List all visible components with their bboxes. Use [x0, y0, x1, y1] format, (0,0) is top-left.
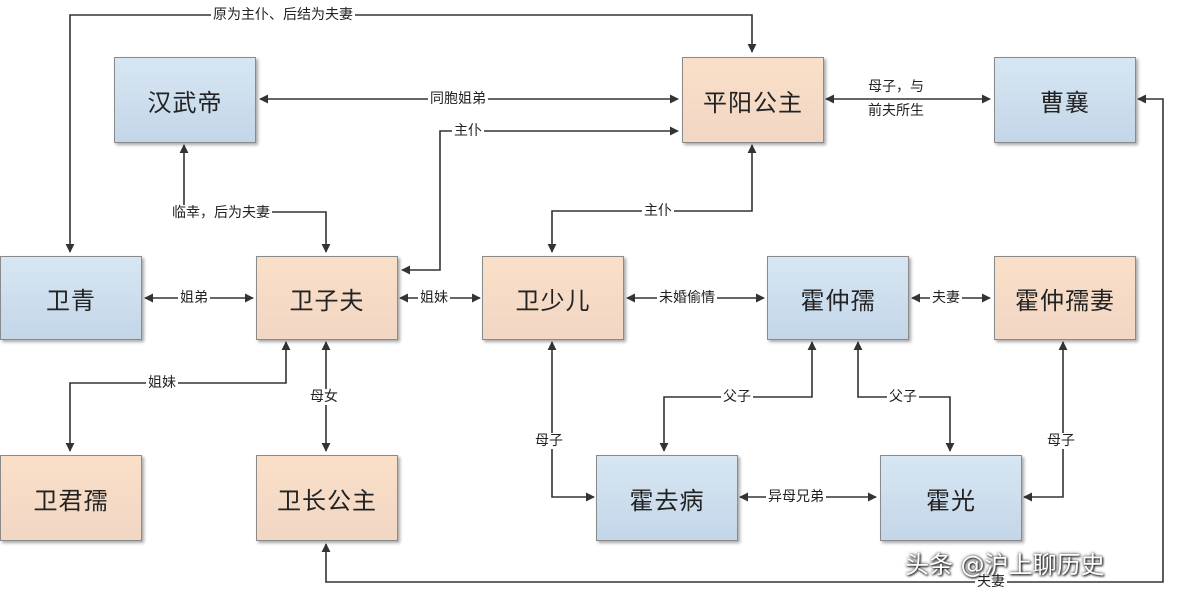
node-caoxiang: 曹襄: [994, 57, 1136, 143]
label-weizifu-weichang: 母女: [308, 389, 340, 405]
edge-pingyang-weishaoer: [547, 144, 757, 253]
label-huozhongru-huoqubing: 父子: [721, 389, 753, 405]
label-weiqing-pingyang: 原为主仆、后结为夫妻: [211, 7, 355, 23]
node-weishaoer: 卫少儿: [482, 256, 624, 340]
node-hanwudi: 汉武帝: [114, 57, 256, 143]
label-weizifu-weijunru: 姐妹: [146, 375, 178, 391]
edge-pingyang-weizifu: [401, 126, 679, 275]
edge-weiqing-pingyang: [65, 14, 757, 253]
node-weiqing: 卫青: [0, 256, 142, 340]
node-huoqubing: 霍去病: [596, 455, 738, 541]
node-huozhongru-wife: 霍仲孺妻: [994, 256, 1136, 340]
label-huoqubing-huoguang: 异母兄弟: [766, 489, 826, 505]
node-weizifu: 卫子夫: [256, 256, 398, 340]
watermark: 头条 @沪上聊历史: [905, 551, 1105, 579]
node-huozhongru: 霍仲孺: [767, 256, 909, 340]
label-weishaoer-huozhongru: 未婚偷情: [657, 290, 717, 306]
edge-weishaoer-huoqubing: [547, 341, 595, 502]
label-weiqing-weizifu: 姐弟: [178, 290, 210, 306]
node-weichang: 卫长公主: [256, 455, 398, 541]
label-pingyang-caoxiang-1: 母子，与: [866, 79, 926, 95]
edge-hanwudi-weizifu: [179, 144, 331, 253]
label-pingyang-caoxiang-2: 前夫所生: [866, 103, 926, 119]
label-pingyang-weizifu: 主仆: [452, 123, 484, 139]
label-hanwudi-weizifu: 临幸，后为夫妻: [170, 205, 272, 221]
edge-weichang-caoxiang: [321, 94, 1164, 583]
node-weijunru: 卫君孺: [0, 455, 142, 541]
label-pingyang-weishaoer: 主仆: [642, 203, 674, 219]
edge-weizifu-weijunru: [65, 341, 291, 452]
label-weichang-caoxiang: 夫妻: [975, 574, 1007, 590]
node-huoguang: 霍光: [880, 455, 1022, 541]
label-huozhongru-huoguang: 父子: [887, 389, 919, 405]
label-weizifu-weishaoer: 姐妹: [418, 290, 450, 306]
label-wife-huoguang: 母子: [1045, 433, 1077, 449]
edge-wife-huoguang: [1023, 341, 1068, 502]
node-pingyang: 平阳公主: [682, 57, 824, 143]
label-hanwudi-pingyang: 同胞姐弟: [428, 91, 488, 107]
label-weishaoer-huoqubing: 母子: [533, 433, 565, 449]
label-huozhongru-wife: 夫妻: [930, 290, 962, 306]
